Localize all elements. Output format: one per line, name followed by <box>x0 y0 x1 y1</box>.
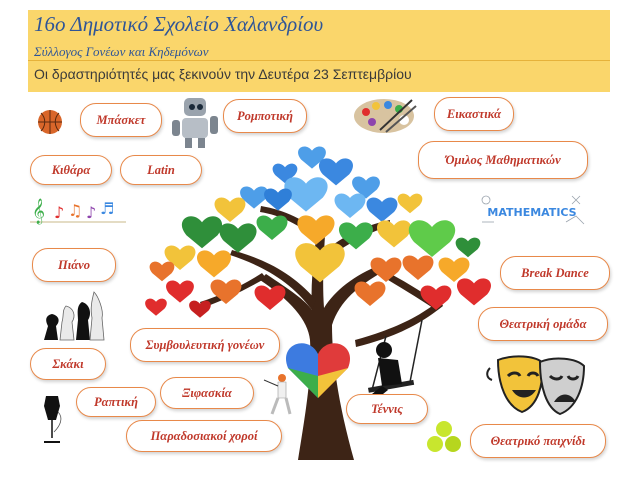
activity-chess[interactable]: Σκάκι <box>30 348 106 380</box>
activity-math-club[interactable]: Όμιλος Μαθηματικών <box>418 141 588 179</box>
basketball-icon <box>38 110 62 134</box>
activity-theatre-group[interactable]: Θεατρική ομάδα <box>478 307 608 341</box>
activity-robotics[interactable]: Ρομποτική <box>223 99 307 133</box>
activity-folk-dance[interactable]: Παραδοσιακοί χοροί <box>126 420 282 452</box>
activity-latin[interactable]: Latin <box>120 155 202 185</box>
svg-text:♪: ♪ <box>86 203 96 222</box>
header-divider <box>28 60 610 61</box>
start-date-announcement: Οι δραστηριότητές μας ξεκινούν την Δευτέ… <box>34 66 412 82</box>
activity-breakdance[interactable]: Break Dance <box>500 256 610 290</box>
svg-text:♬: ♬ <box>100 199 114 218</box>
paint-palette-icon <box>354 99 417 133</box>
activity-fencing[interactable]: Ξιφασκία <box>160 377 254 409</box>
sewing-mannequin-icon <box>44 396 62 443</box>
school-title: 16ο Δημοτικό Σχολείο Χαλανδρίου <box>34 12 324 36</box>
heart-leaves <box>145 146 492 318</box>
activity-sewing[interactable]: Ραπτική <box>76 387 156 417</box>
puzzle-heart <box>285 343 351 398</box>
activity-tennis[interactable]: Τέννις <box>346 394 428 424</box>
association-subtitle: Σύλλογος Γονέων και Κηδεμόνων <box>34 44 209 59</box>
tennis-balls-icon <box>427 421 461 452</box>
activity-theatre-game[interactable]: Θεατρικό παιχνίδι <box>470 424 606 458</box>
svg-text:♫: ♫ <box>68 201 82 220</box>
svg-text:𝄞: 𝄞 <box>32 198 45 224</box>
mathematics-banner-text: MATHEMATICS <box>487 206 576 219</box>
theatre-masks-icon <box>486 355 586 416</box>
activity-parent-counseling[interactable]: Συμβουλευτική γονέων <box>130 328 280 362</box>
heart-tree-illustration <box>145 146 492 460</box>
robot-icon <box>172 98 218 148</box>
header-banner: 16ο Δημοτικό Σχολείο Χαλανδρίου Σύλλογος… <box>28 10 610 92</box>
activity-basket[interactable]: Μπάσκετ <box>80 103 162 137</box>
music-notes-icon: 𝄞 ♪ ♫ ♪ ♬ <box>30 198 126 224</box>
chess-pieces-icon <box>44 291 105 341</box>
activity-piano[interactable]: Πιάνο <box>32 248 116 282</box>
mathematics-banner: MATHEMATICS <box>476 192 588 230</box>
fencer-icon <box>263 374 292 415</box>
activity-guitar[interactable]: Κιθάρα <box>30 155 112 185</box>
activity-arts[interactable]: Εικαστικά <box>434 97 514 131</box>
svg-text:♪: ♪ <box>54 203 64 222</box>
